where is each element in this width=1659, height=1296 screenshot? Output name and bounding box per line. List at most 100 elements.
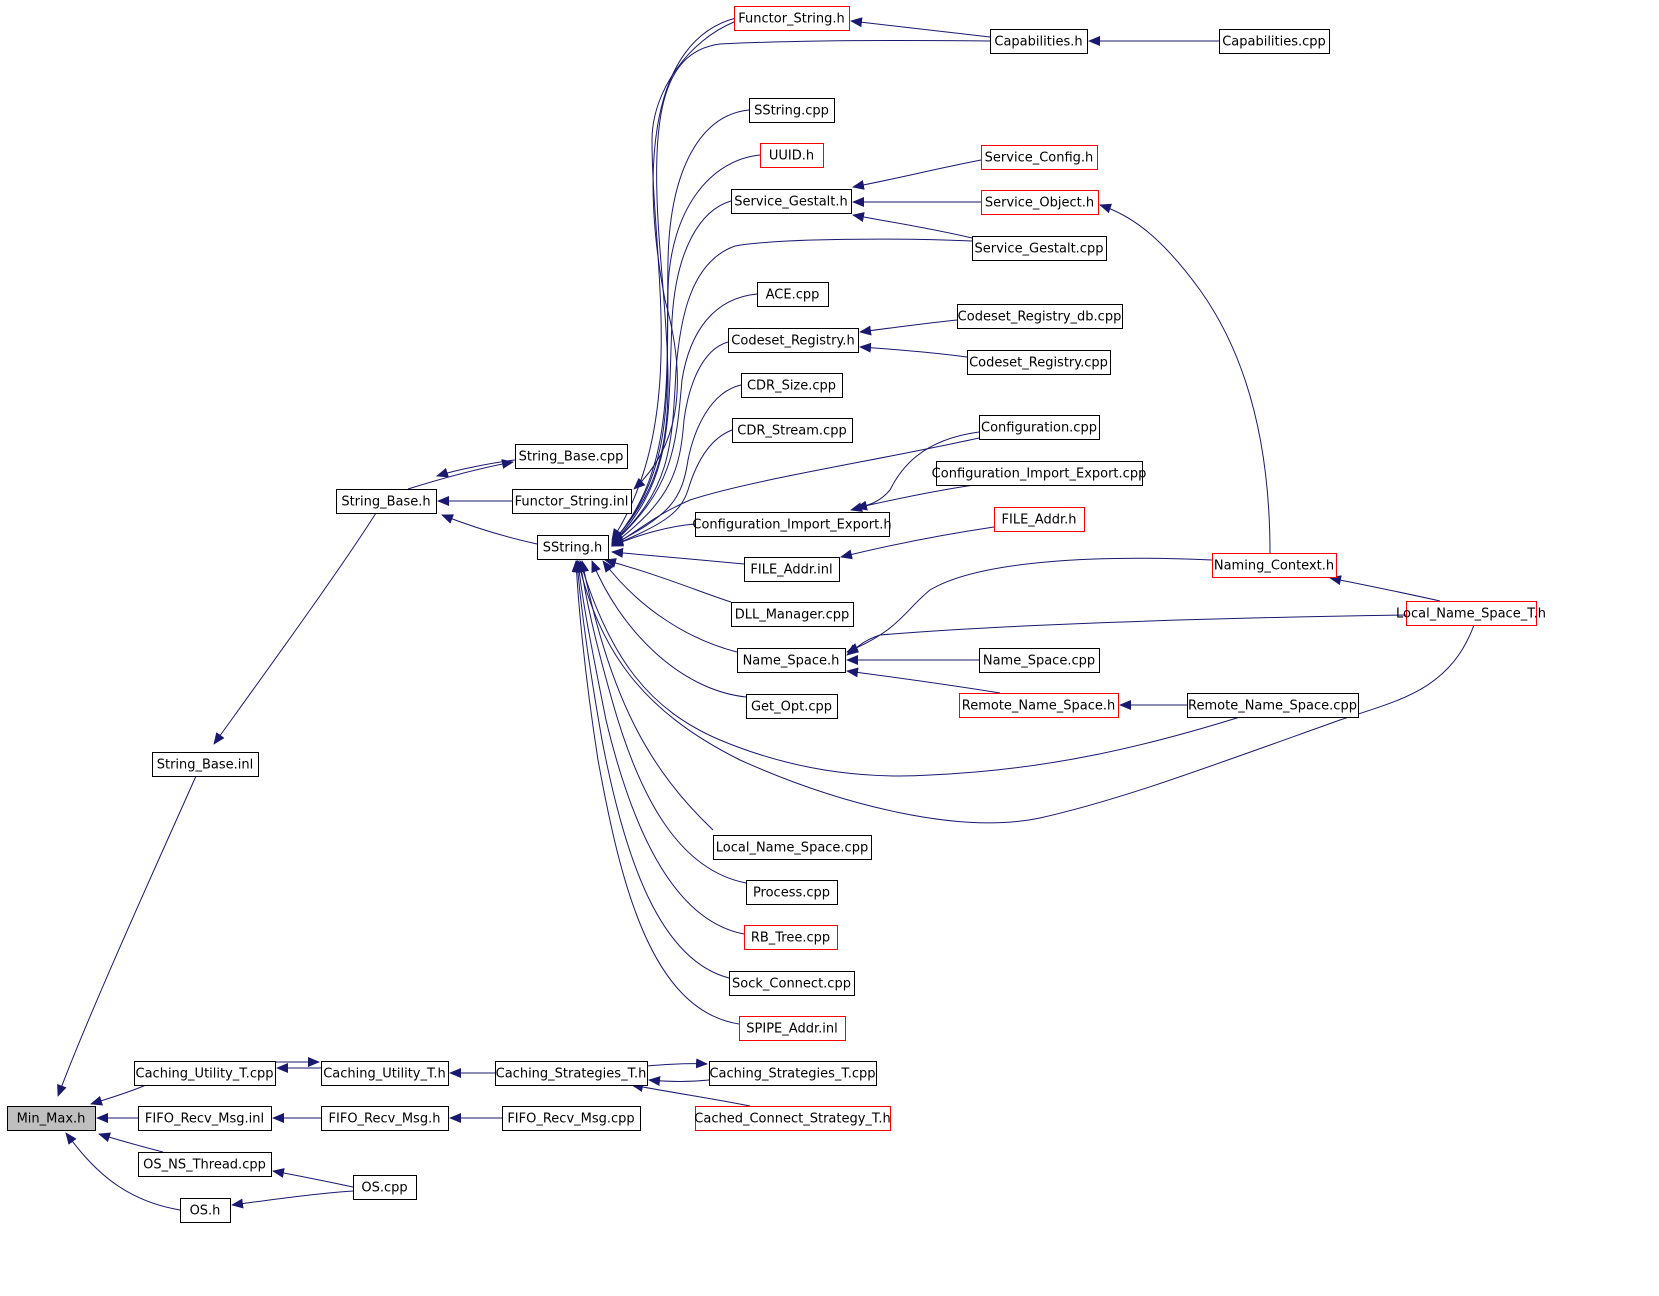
node-local-name-space-t-h[interactable]: Local_Name_Space_T.h <box>1396 601 1546 626</box>
node-configuration-import-export-cpp[interactable]: Configuration_Import_Export.cpp <box>932 461 1147 486</box>
node-os-ns-thread-cpp[interactable]: OS_NS_Thread.cpp <box>138 1152 272 1177</box>
node-os-cpp[interactable]: OS.cpp <box>353 1175 417 1200</box>
edge-naming-context-h-to-service-object-h <box>1099 203 1271 554</box>
edge-remote-name-space-h-to-name-space-h <box>846 667 1001 694</box>
node-label: Remote_Name_Space.h <box>962 699 1116 714</box>
node-fifo-recv-msg-h[interactable]: FIFO_Recv_Msg.h <box>321 1106 449 1131</box>
node-name-space-cpp[interactable]: Name_Space.cpp <box>979 648 1100 673</box>
node-box <box>321 1061 449 1086</box>
node-remote-name-space-cpp[interactable]: Remote_Name_Space.cpp <box>1187 693 1359 718</box>
node-service-gestalt-cpp[interactable]: Service_Gestalt.cpp <box>972 236 1107 261</box>
node-service-object-h[interactable]: Service_Object.h <box>981 190 1099 215</box>
node-sock-connect-cpp[interactable]: Sock_Connect.cpp <box>729 971 855 996</box>
node-label: Service_Object.h <box>985 196 1094 211</box>
node-remote-name-space-h[interactable]: Remote_Name_Space.h <box>959 693 1119 718</box>
node-box <box>967 350 1111 375</box>
node-label: Service_Gestalt.cpp <box>975 242 1104 257</box>
node-label: FILE_Addr.inl <box>750 563 832 578</box>
node-box <box>336 489 437 514</box>
node-naming-context-h[interactable]: Naming_Context.h <box>1212 553 1337 578</box>
node-box <box>713 835 872 860</box>
node-box <box>760 143 824 168</box>
node-configuration-import-export-h[interactable]: Configuration_Import_Export.h <box>692 512 892 537</box>
node-cdr-stream-cpp[interactable]: CDR_Stream.cpp <box>732 418 853 443</box>
node-capabilities-h[interactable]: Capabilities.h <box>990 29 1088 54</box>
node-configuration-cpp[interactable]: Configuration.cpp <box>979 415 1100 440</box>
node-file-addr-inl[interactable]: FILE_Addr.inl <box>744 557 840 582</box>
node-box <box>741 373 843 398</box>
node-box <box>495 1061 648 1086</box>
node-name-space-h[interactable]: Name_Space.h <box>737 648 846 673</box>
edge-sstring-h-to-string-base-h <box>441 514 538 545</box>
node-box <box>979 648 1100 673</box>
node-label: Process.cpp <box>753 886 830 901</box>
node-box <box>695 1106 891 1131</box>
edge-uuid-h-to-sstring-h <box>611 154 761 544</box>
node-cached-connect-strategy-t-h[interactable]: Cached_Connect_Strategy_T.h <box>694 1106 891 1131</box>
edge-capabilities-h-to-sstring-h <box>611 39 991 543</box>
node-codeset-registry-cpp[interactable]: Codeset_Registry.cpp <box>967 350 1111 375</box>
node-box <box>502 1106 641 1131</box>
node-fifo-recv-msg-inl[interactable]: FIFO_Recv_Msg.inl <box>138 1106 272 1131</box>
node-label: CDR_Stream.cpp <box>737 424 846 439</box>
node-uuid-h[interactable]: UUID.h <box>760 143 824 168</box>
node-label: String_Base.inl <box>157 758 254 773</box>
node-string-base-h[interactable]: String_Base.h <box>336 489 437 514</box>
edge-configuration-import-export-cpp-to-configuration-import-export-h <box>855 484 975 511</box>
node-label: Service_Gestalt.h <box>734 195 848 210</box>
node-spipe-addr-inl[interactable]: SPIPE_Addr.inl <box>739 1016 846 1041</box>
node-box <box>746 694 838 719</box>
node-box <box>744 557 840 582</box>
node-label: OS_NS_Thread.cpp <box>143 1158 266 1173</box>
node-box <box>537 535 609 560</box>
node-string-base-inl[interactable]: String_Base.inl <box>152 752 259 777</box>
edge-spipe-addr-inl-to-sstring-h <box>571 560 740 1025</box>
node-caching-strategies-t-h[interactable]: Caching_Strategies_T.h <box>495 1061 648 1086</box>
node-label: SPIPE_Addr.inl <box>746 1022 837 1037</box>
node-cdr-size-cpp[interactable]: CDR_Size.cpp <box>741 373 843 398</box>
edge-name-space-h-to-sstring-h <box>602 560 738 653</box>
node-file-addr-h[interactable]: FILE_Addr.h <box>994 507 1085 532</box>
node-local-name-space-cpp[interactable]: Local_Name_Space.cpp <box>713 835 872 860</box>
edge-file-addr-inl-to-sstring-h <box>611 547 745 565</box>
node-box <box>7 1106 96 1131</box>
node-capabilities-cpp[interactable]: Capabilities.cpp <box>1219 29 1330 54</box>
node-box <box>936 461 1143 486</box>
node-label: Min_Max.h <box>17 1112 86 1127</box>
node-box <box>981 190 1099 215</box>
edge-os-cpp-to-os-h <box>231 1190 354 1209</box>
node-box <box>731 189 852 214</box>
node-os-h[interactable]: OS.h <box>180 1198 231 1223</box>
edge-file-addr-h-to-file-addr-inl <box>840 526 995 560</box>
edge-sstring-cpp-to-sstring-h <box>611 109 750 544</box>
node-caching-utility-t-cpp[interactable]: Caching_Utility_T.cpp <box>134 1061 276 1086</box>
edge-caching-utility-t-cpp-to-min-max-h <box>90 1084 147 1106</box>
node-label: Functor_String.h <box>738 12 844 27</box>
node-string-base-cpp[interactable]: String_Base.cpp <box>515 444 628 469</box>
node-dll-manager-cpp[interactable]: DLL_Manager.cpp <box>731 602 854 627</box>
node-functor-string-inl[interactable]: Functor_String.inl <box>512 489 632 514</box>
node-label: Configuration_Import_Export.h <box>692 518 891 533</box>
node-label: Sock_Connect.cpp <box>732 977 851 992</box>
node-box <box>732 418 853 443</box>
edge-service-gestalt-cpp-to-service-gestalt-h <box>852 212 973 239</box>
node-rb-tree-cpp[interactable]: RB_Tree.cpp <box>744 925 838 950</box>
node-box <box>138 1152 272 1177</box>
node-get-opt-cpp[interactable]: Get_Opt.cpp <box>746 694 838 719</box>
node-codeset-registry-db-cpp[interactable]: Codeset_Registry_db.cpp <box>957 304 1123 329</box>
node-caching-strategies-t-cpp[interactable]: Caching_Strategies_T.cpp <box>709 1061 877 1086</box>
node-process-cpp[interactable]: Process.cpp <box>746 880 838 905</box>
node-sstring-h[interactable]: SString.h <box>537 535 609 560</box>
node-caching-utility-t-h[interactable]: Caching_Utility_T.h <box>321 1061 449 1086</box>
node-codeset-registry-h[interactable]: Codeset_Registry.h <box>728 328 859 353</box>
node-label: SString.cpp <box>754 104 829 119</box>
node-service-gestalt-h[interactable]: Service_Gestalt.h <box>731 189 852 214</box>
node-ace-cpp[interactable]: ACE.cpp <box>757 282 829 307</box>
node-fifo-recv-msg-cpp[interactable]: FIFO_Recv_Msg.cpp <box>502 1106 641 1131</box>
node-functor-string-h[interactable]: Functor_String.h <box>734 6 850 31</box>
node-service-config-h[interactable]: Service_Config.h <box>981 145 1098 170</box>
node-box <box>152 752 259 777</box>
node-sstring-cpp[interactable]: SString.cpp <box>749 98 835 123</box>
edge-codeset-registry-cpp-to-codeset-registry-h <box>859 342 968 358</box>
